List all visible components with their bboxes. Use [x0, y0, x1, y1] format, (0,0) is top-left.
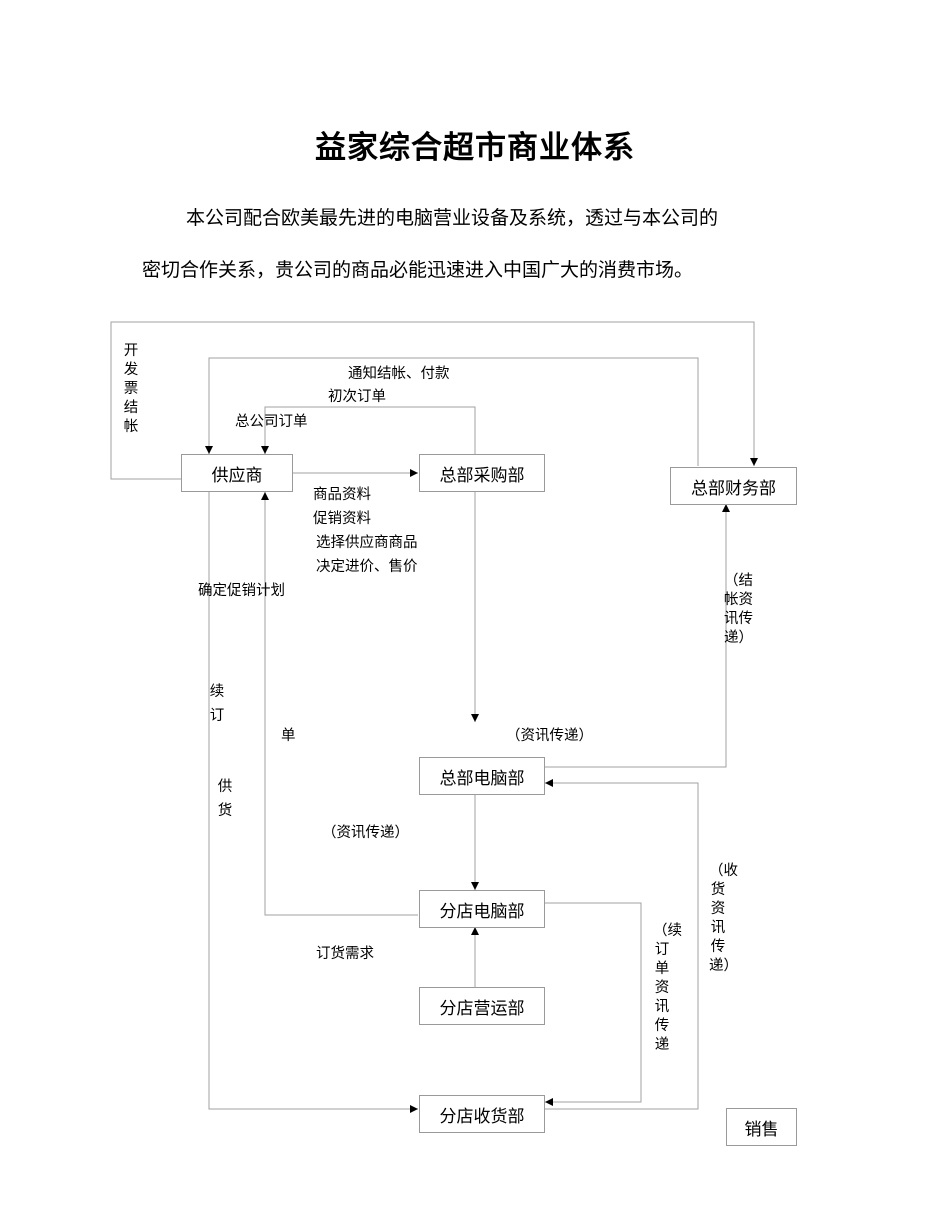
label-reorder-order: 单: [281, 728, 296, 744]
node-branch-computer: 分店电脑部: [419, 890, 545, 928]
node-supplier: 供应商: [181, 454, 293, 492]
node-branch-operations: 分店营运部: [419, 987, 545, 1025]
connector-receipt-info: [545, 779, 699, 1110]
label-promo-info: 促销资料: [313, 511, 371, 527]
connector-invoice: [110, 321, 758, 480]
page-title: 益家综合超市商业体系: [315, 130, 635, 165]
label-receipt-info: （收货资讯传递）: [709, 863, 738, 974]
label-hq-order: 总公司订单: [235, 414, 308, 430]
node-sales: 销售: [726, 1108, 797, 1146]
label-product-info: 商品资料: [313, 487, 371, 503]
label-set-prices: 决定进价、售价: [316, 559, 418, 575]
label-settle-info: （结帐资讯传递）: [724, 573, 753, 646]
connector-reorder: [261, 492, 418, 916]
label-order-demand: 订货需求: [316, 946, 374, 962]
node-branch-receiving: 分店收货部: [419, 1095, 545, 1133]
intro-line-1: 本公司配合欧美最先进的电脑营业设备及系统，透过与本公司的: [186, 208, 719, 229]
label-promo-plan: 确定促销计划: [198, 583, 285, 599]
label-supply-b: 供货: [217, 779, 233, 819]
node-finance: 总部财务部: [670, 467, 797, 505]
intro-line-2: 密切合作关系，贵公司的商品必能迅速进入中国广大的消费市场。: [142, 260, 694, 281]
label-info-transfer-hq: （资讯传递）: [506, 728, 593, 744]
connector-notify-payment: [205, 357, 699, 466]
connector-first-order: [261, 406, 476, 454]
connector-settle-info: [545, 504, 730, 768]
label-select-products: 选择供应商商品: [316, 535, 418, 551]
label-reorder-info: （续订单资讯传递: [653, 923, 682, 1053]
label-reorder-a: 续订: [209, 684, 225, 724]
connector-supply: [208, 492, 418, 1113]
label-invoice-settle: 开发票结帐: [123, 343, 139, 435]
connector-reorder-info: [545, 902, 642, 1106]
node-purchasing: 总部采购部: [419, 454, 545, 492]
node-hq-computer: 总部电脑部: [419, 757, 545, 795]
label-notify-payment: 通知结帐、付款: [348, 366, 450, 382]
label-info-transfer-branch: （资讯传递）: [322, 825, 409, 841]
label-first-order: 初次订单: [328, 389, 386, 405]
